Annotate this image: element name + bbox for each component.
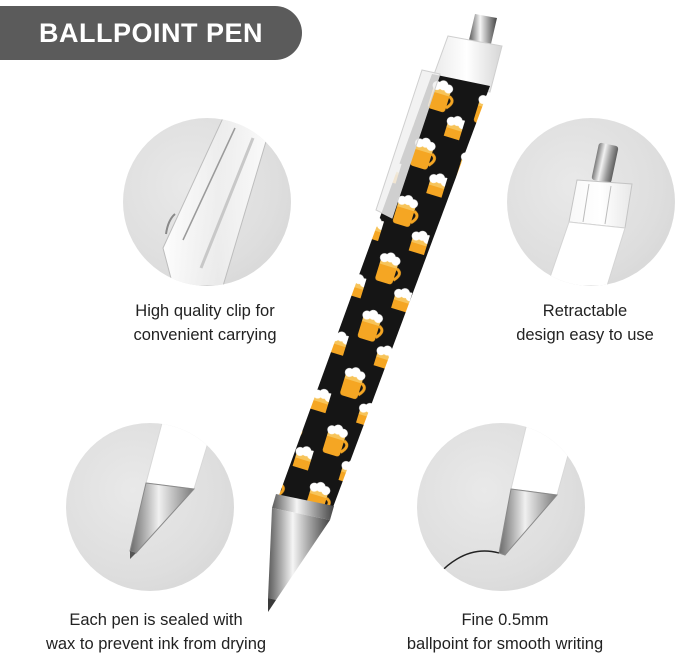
clip-closeup (162, 118, 274, 286)
top-cap (431, 35, 503, 93)
seal-detail-image (66, 423, 234, 591)
caption-line: Fine 0.5mm (461, 611, 549, 629)
caption-line: High quality clip for (135, 302, 275, 320)
caption-line: wax to prevent ink from drying (45, 635, 267, 653)
caption-retractable: Retractable design easy to use (465, 299, 679, 347)
pen-clip (375, 69, 441, 219)
caption-clip: High quality clip for convenient carryin… (85, 299, 325, 347)
caption-line: Each pen is sealed with (69, 611, 243, 629)
caption-ballpoint: Fine 0.5mm ballpoint for smooth writing (375, 608, 635, 656)
caption-line: convenient carrying (133, 326, 277, 344)
push-button (469, 14, 497, 44)
caption-line: ballpoint for smooth writing (406, 635, 604, 653)
writing-closeup (430, 423, 578, 590)
caption-line: design easy to use (516, 326, 654, 344)
title-badge: BALLPOINT PEN (0, 6, 302, 60)
button-closeup (546, 142, 633, 286)
page-title: BALLPOINT PEN (38, 17, 263, 48)
caption-sealed: Each pen is sealed with wax to prevent i… (21, 608, 291, 656)
retract-detail-image (507, 118, 675, 286)
ballpoint-detail-image (417, 423, 585, 591)
caption-line: Retractable (542, 302, 628, 320)
pen-tip (268, 508, 330, 600)
clip-detail-image (123, 118, 291, 286)
tip-closeup (129, 423, 215, 559)
chrome-ring (272, 494, 334, 520)
